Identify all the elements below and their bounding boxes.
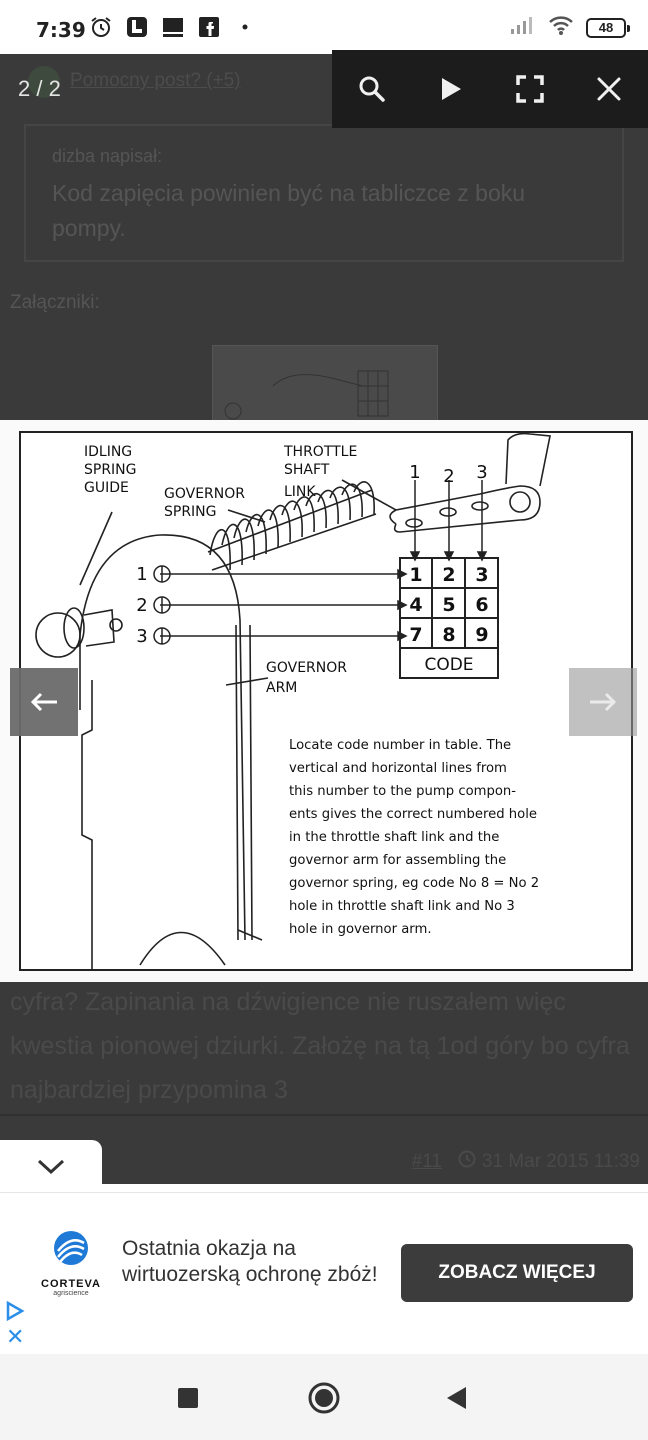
- governor-arm-label: GOVERNOR: [266, 660, 347, 676]
- instruction-line: hole in throttle shaft link and No 3: [289, 899, 515, 914]
- throttle-label: LINK: [284, 484, 316, 500]
- code-cell: 8: [442, 624, 455, 646]
- quote-block: [24, 124, 624, 262]
- back-button[interactable]: [436, 1378, 476, 1418]
- alarm-icon: [88, 14, 114, 40]
- back-triangle-icon: [447, 1387, 466, 1409]
- adchoices-icon[interactable]: [4, 1300, 26, 1327]
- fullscreen-icon[interactable]: [500, 59, 560, 119]
- post-number-link[interactable]: #11: [411, 1151, 442, 1172]
- post-divider: [0, 1114, 648, 1116]
- ad-brand-sub: agriscience: [53, 1290, 89, 1297]
- helpful-vote-icon[interactable]: [28, 66, 60, 98]
- governor-spring-label: SPRING: [164, 504, 217, 520]
- corteva-logo: CORTEVA agriscience: [34, 1229, 108, 1297]
- next-image-button[interactable]: [569, 668, 637, 736]
- battery-indicator: 48: [586, 17, 630, 38]
- row-number: 2: [136, 595, 147, 616]
- instruction-line: governor arm for assembling the: [289, 853, 506, 868]
- code-cell: 2: [442, 564, 455, 586]
- dot-icon: [232, 14, 258, 40]
- governor-spring-label: GOVERNOR: [164, 486, 245, 502]
- collapse-ad-button[interactable]: [0, 1140, 102, 1194]
- idling-label: GUIDE: [84, 480, 129, 496]
- code-cell: 5: [442, 594, 455, 616]
- idling-label: IDLING: [84, 444, 132, 460]
- signal-icon: [510, 15, 536, 40]
- quote-author: dizba napisał:: [52, 146, 163, 166]
- wifi-icon: [548, 14, 574, 41]
- instruction-line: vertical and horizontal lines from: [289, 761, 507, 776]
- previous-image-button[interactable]: [10, 668, 78, 736]
- code-cell: 1: [409, 564, 422, 586]
- lightbox-toolbar: [332, 50, 648, 128]
- row-number: 3: [136, 626, 147, 647]
- code-cell: 7: [409, 624, 422, 646]
- quote-text: Kod zapięcia powinien być na tabliczce z…: [52, 180, 526, 241]
- image-counter: 2 / 2: [18, 76, 61, 101]
- media-notification-icon: [160, 14, 186, 40]
- clock: 7:39: [36, 18, 86, 42]
- post-meta: #11 31 Mar 2015 11:39: [412, 1150, 640, 1174]
- home-circle-icon: [308, 1382, 340, 1414]
- code-label: CODE: [424, 655, 473, 675]
- clock-icon: [458, 1150, 476, 1174]
- chevron-down-icon: [37, 1159, 65, 1175]
- ad-cta-button[interactable]: ZOBACZ WIĘCEJ: [401, 1244, 633, 1302]
- ad-brand: CORTEVA: [41, 1278, 101, 1290]
- instruction-line: in the throttle shaft link and the: [289, 830, 499, 845]
- instruction-line: hole in governor arm.: [289, 922, 432, 937]
- column-number: 1: [409, 462, 420, 483]
- instruction-line: ents gives the correct numbered hole: [289, 807, 537, 822]
- code-cell: 9: [475, 624, 488, 646]
- notification-icons: [88, 14, 258, 40]
- code-cell: 6: [475, 594, 488, 616]
- post-body-text: cyfra? Zapinania na dźwigience nie rusza…: [10, 988, 630, 1104]
- instruction-line: Locate code number in table. The: [289, 738, 511, 753]
- instruction-line: this number to the pump compon-: [289, 784, 516, 799]
- status-bar: 7:39 48: [0, 0, 648, 54]
- governor-arm-label: ARM: [266, 680, 297, 696]
- attachment-thumbnail[interactable]: [212, 345, 438, 422]
- column-number: 2: [443, 466, 454, 487]
- ad-headline[interactable]: Ostatnia okazja na wirtuozerską ochronę …: [122, 1237, 378, 1286]
- instruction-line: governor spring, eg code No 8 = No 2: [289, 876, 539, 891]
- square-icon: [178, 1388, 198, 1408]
- column-number: 3: [476, 462, 487, 483]
- search-icon[interactable]: [342, 59, 402, 119]
- throttle-label: SHAFT: [284, 462, 330, 478]
- attachments-label: Załączniki:: [10, 292, 100, 313]
- play-icon[interactable]: [421, 59, 481, 119]
- arrow-right-icon: [590, 692, 617, 712]
- facebook-icon: [196, 14, 222, 40]
- arrow-left-icon: [30, 692, 57, 712]
- code-cell: 3: [475, 564, 488, 586]
- app-notification-icon: [124, 14, 150, 40]
- ad-close-icon[interactable]: ✕: [6, 1324, 25, 1349]
- corteva-logo-icon: [54, 1231, 88, 1265]
- recents-button[interactable]: [168, 1378, 208, 1418]
- row-number: 1: [136, 564, 147, 585]
- close-icon[interactable]: [579, 59, 639, 119]
- home-button[interactable]: [304, 1378, 344, 1418]
- throttle-label: THROTTLE: [283, 444, 357, 460]
- idling-label: SPRING: [84, 462, 137, 478]
- post-date: 31 Mar 2015 11:39: [481, 1151, 640, 1172]
- system-navigation-bar: [0, 1354, 648, 1440]
- lightbox-image[interactable]: 1 2 3 4 5 6 7 8 9 CODE 1 2 3 1 2 3 IDLIN…: [0, 420, 648, 982]
- code-cell: 4: [409, 594, 422, 616]
- helpful-post-link[interactable]: Pomocny post? (+5): [70, 70, 241, 91]
